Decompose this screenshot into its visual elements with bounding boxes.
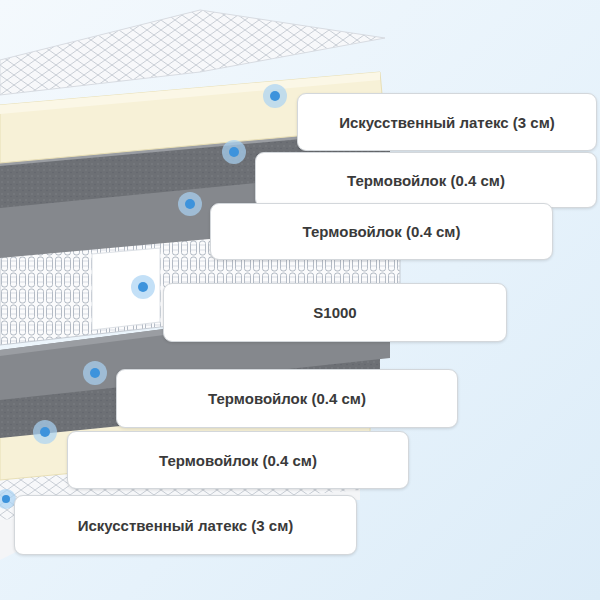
callout-box: S1000	[163, 283, 507, 342]
spring-cutout	[92, 248, 160, 330]
callout-label: Искусственный латекс (3 см)	[78, 517, 294, 534]
callout-box: Искусственный латекс (3 см)	[14, 495, 357, 555]
callout-label: Искусственный латекс (3 см)	[339, 114, 555, 131]
callout-box: Искусственный латекс (3 см)	[297, 93, 597, 151]
callout-label: S1000	[313, 304, 356, 321]
callout-label: Термовойлок (0.4 см)	[159, 452, 317, 469]
callout-label: Термовойлок (0.4 см)	[208, 390, 366, 407]
callout-label: Термовойлок (0.4 см)	[347, 172, 505, 189]
top-cover	[0, 10, 385, 95]
callout-box: Термовойлок (0.4 см)	[210, 203, 553, 260]
callout-box: Термовойлок (0.4 см)	[116, 369, 458, 428]
callout-box: Термовойлок (0.4 см)	[67, 431, 409, 489]
callout-box: Термовойлок (0.4 см)	[255, 152, 597, 208]
callout-label: Термовойлок (0.4 см)	[303, 223, 461, 240]
